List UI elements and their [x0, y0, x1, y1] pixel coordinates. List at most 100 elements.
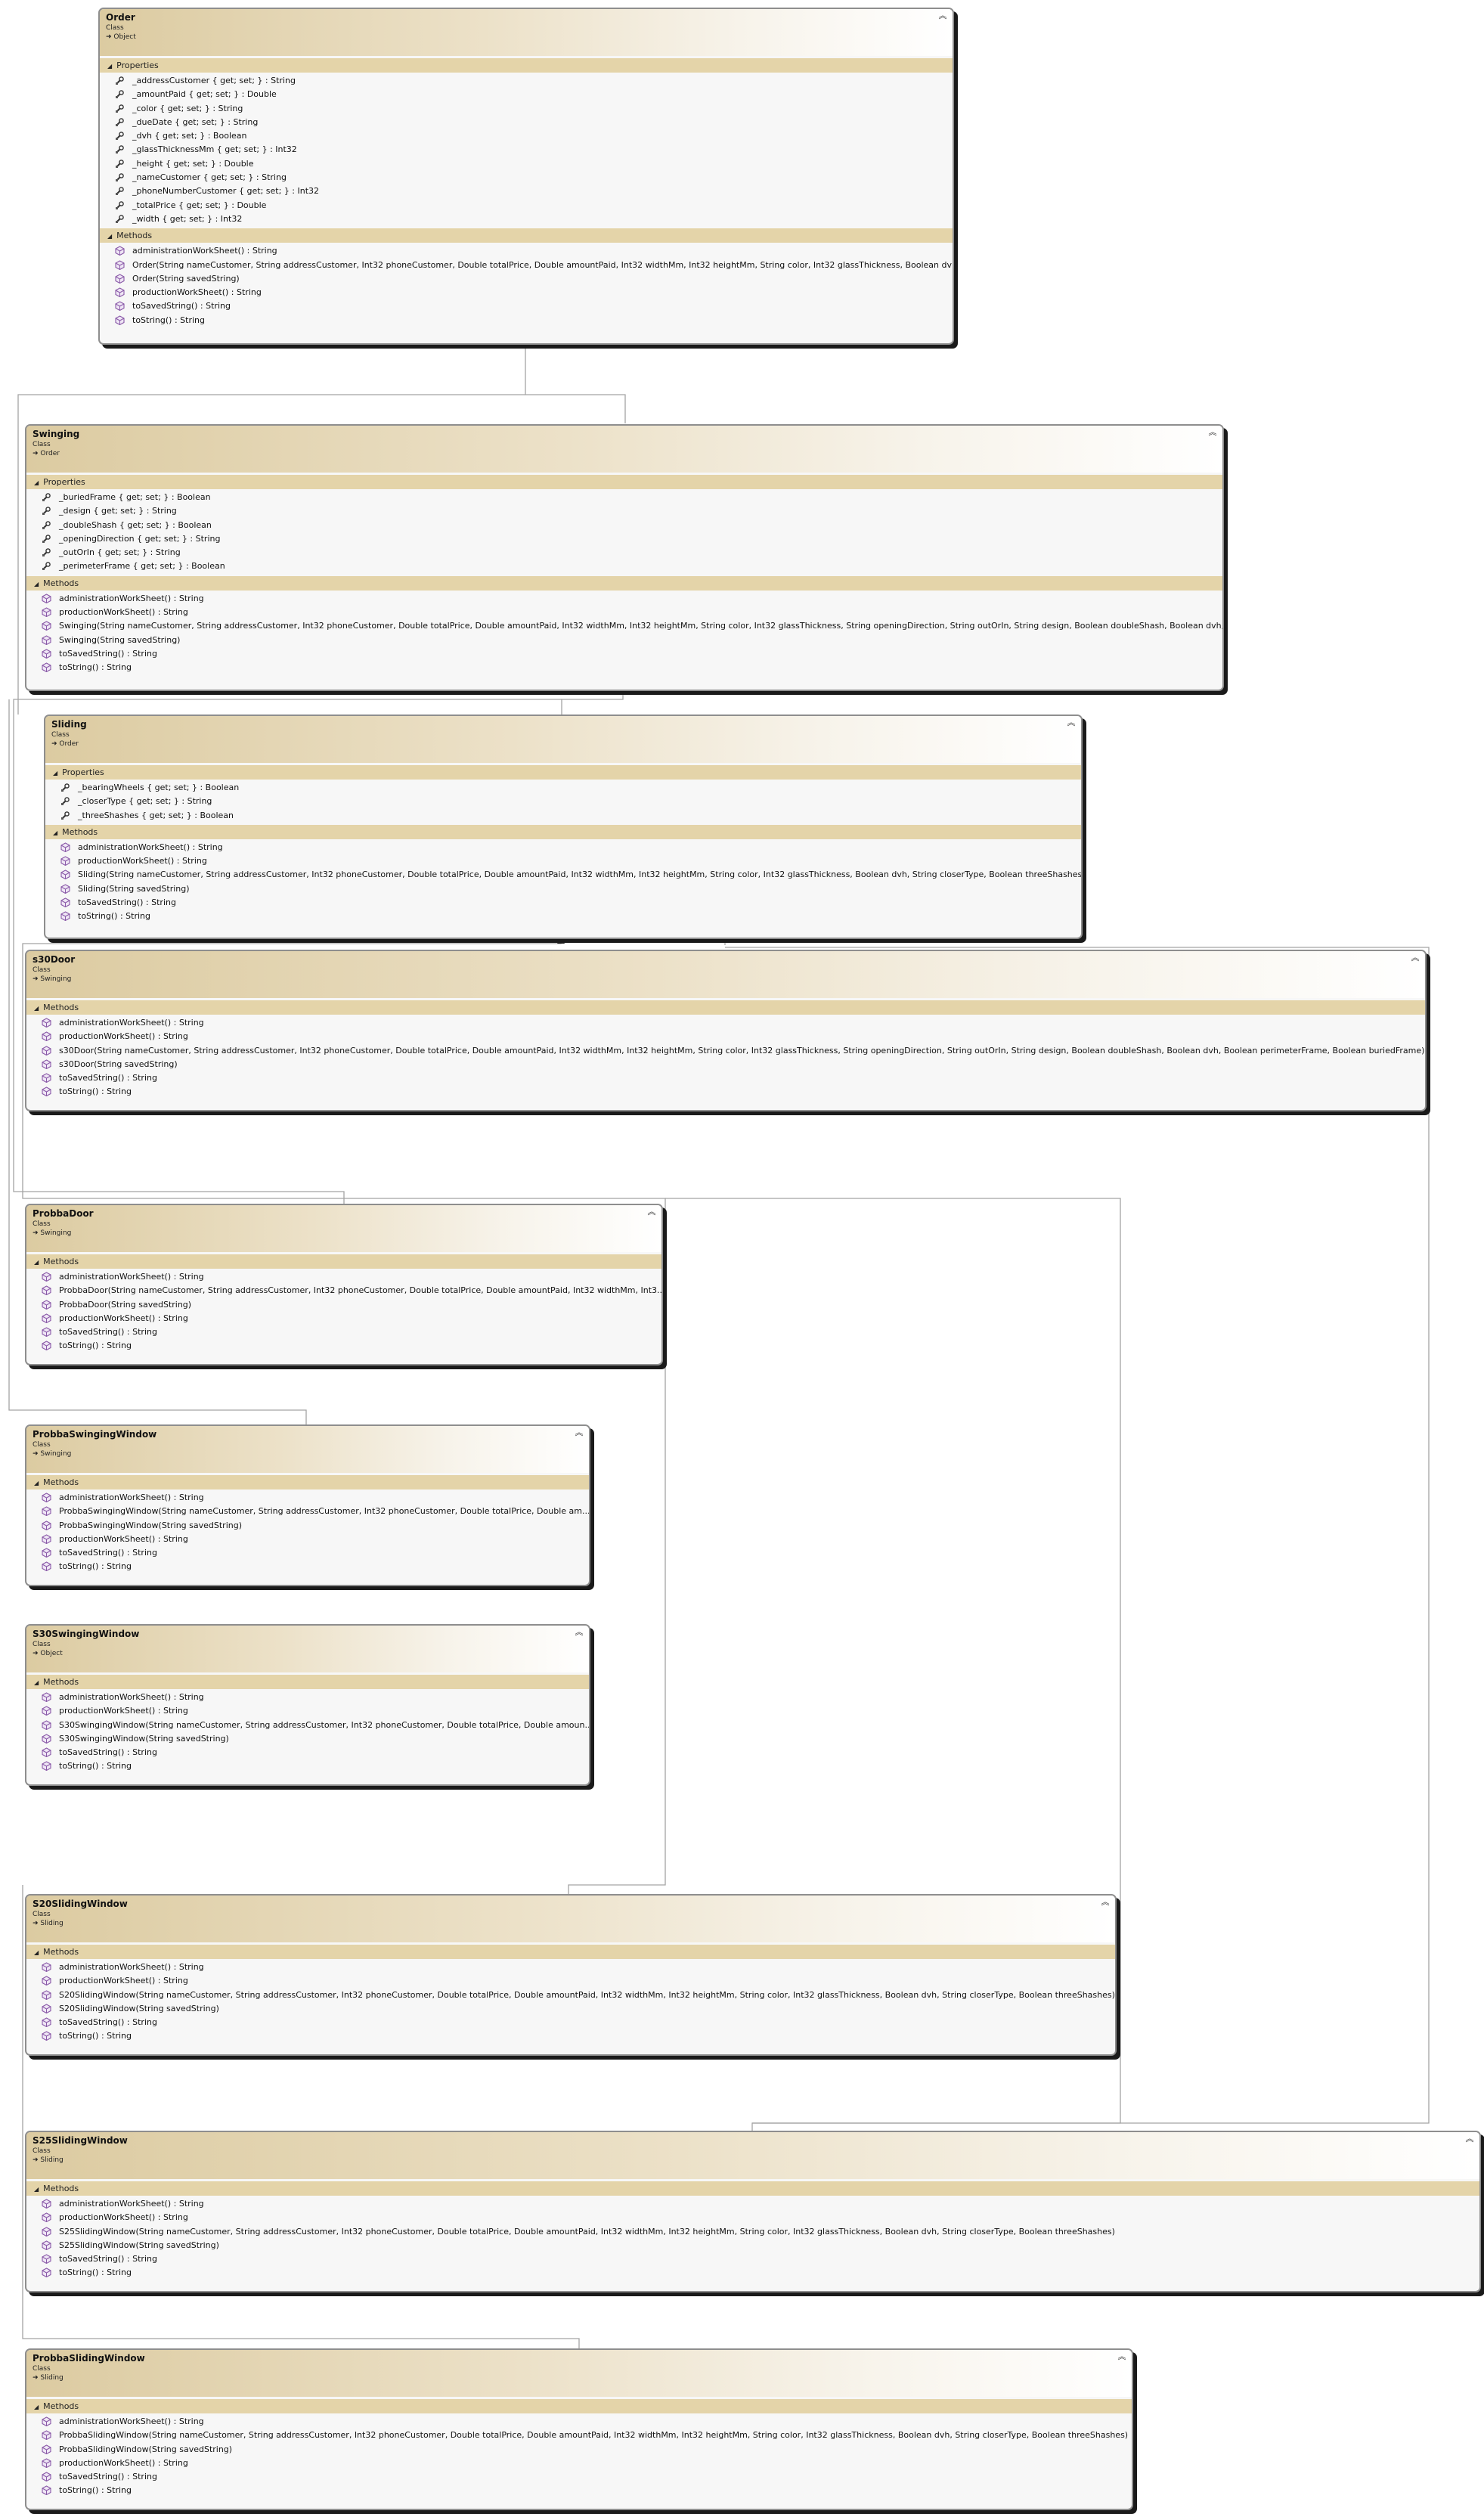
- class-header[interactable]: Sliding Class ➜ Order ︽: [45, 716, 1081, 763]
- method-row[interactable]: Sliding(String nameCustomer, String addr…: [45, 868, 1081, 882]
- method-row[interactable]: toString() : String: [26, 1085, 1425, 1099]
- method-row[interactable]: ProbbaDoor(String nameCustomer, String a…: [26, 1284, 661, 1297]
- class-box-s30door[interactable]: s30Door Class ➜ Swinging ︽ ◢Methods admi…: [25, 950, 1427, 1111]
- method-row[interactable]: S20SlidingWindow(String savedString): [26, 2002, 1115, 2016]
- method-row[interactable]: administrationWorkSheet() : String: [26, 2197, 1479, 2211]
- collapse-triangle-icon[interactable]: ◢: [34, 2404, 39, 2410]
- method-row[interactable]: toSavedString() : String: [26, 2252, 1479, 2266]
- class-box-s30swingingwindow[interactable]: S30SwingingWindow Class ➜ Object ︽ ◢Meth…: [25, 1624, 590, 1786]
- method-row[interactable]: administrationWorkSheet() : String: [26, 1016, 1425, 1030]
- collapse-triangle-icon[interactable]: ◢: [34, 1005, 39, 1012]
- method-row[interactable]: ProbbaSwingingWindow(String savedString): [26, 1519, 589, 1533]
- collapse-triangle-icon[interactable]: ◢: [34, 1480, 39, 1486]
- method-row[interactable]: ProbbaSwingingWindow(String nameCustomer…: [26, 1505, 589, 1518]
- class-box-s25slidingwindow[interactable]: S25SlidingWindow Class ➜ Sliding ︽ ◢Meth…: [25, 2131, 1481, 2292]
- method-row[interactable]: administrationWorkSheet() : String: [45, 841, 1081, 854]
- class-header[interactable]: ProbbaSlidingWindow Class ➜ Sliding ︽: [26, 2350, 1132, 2397]
- section-methods[interactable]: ◢Methods: [26, 575, 1222, 591]
- property-row[interactable]: _buriedFrame { get; set; } : Boolean: [26, 491, 1222, 504]
- method-row[interactable]: administrationWorkSheet() : String: [26, 1691, 589, 1704]
- method-row[interactable]: administrationWorkSheet() : String: [26, 1491, 589, 1505]
- method-row[interactable]: Sliding(String savedString): [45, 882, 1081, 896]
- collapse-triangle-icon[interactable]: ◢: [53, 770, 58, 777]
- method-row[interactable]: toString() : String: [100, 314, 953, 327]
- method-row[interactable]: Swinging(String nameCustomer, String add…: [26, 619, 1222, 633]
- method-row[interactable]: S20SlidingWindow(String nameCustomer, St…: [26, 1989, 1115, 2002]
- method-row[interactable]: productionWorkSheet() : String: [45, 854, 1081, 868]
- method-row[interactable]: Order(String nameCustomer, String addres…: [100, 259, 953, 272]
- method-row[interactable]: administrationWorkSheet() : String: [26, 592, 1222, 606]
- method-row[interactable]: productionWorkSheet() : String: [26, 1974, 1115, 1988]
- method-row[interactable]: toString() : String: [26, 1339, 661, 1353]
- method-row[interactable]: ProbbaDoor(String savedString): [26, 1298, 661, 1312]
- method-row[interactable]: ProbbaSlidingWindow(String nameCustomer,…: [26, 2429, 1132, 2442]
- collapse-triangle-icon[interactable]: ◢: [34, 479, 39, 486]
- section-methods[interactable]: ◢Methods: [26, 1475, 589, 1489]
- collapse-triangle-icon[interactable]: ◢: [107, 63, 113, 70]
- method-row[interactable]: administrationWorkSheet() : String: [26, 1961, 1115, 1974]
- section-methods[interactable]: ◢Methods: [26, 2399, 1132, 2413]
- collapse-triangle-icon[interactable]: ◢: [34, 2186, 39, 2193]
- property-row[interactable]: _phoneNumberCustomer { get; set; } : Int…: [100, 184, 953, 198]
- class-box-sliding[interactable]: Sliding Class ➜ Order ︽ ◢Properties _bea…: [44, 715, 1083, 939]
- method-row[interactable]: productionWorkSheet() : String: [26, 1030, 1425, 1043]
- method-row[interactable]: productionWorkSheet() : String: [26, 2457, 1132, 2470]
- chevron-up-double-icon[interactable]: ︽: [938, 11, 947, 20]
- method-row[interactable]: toString() : String: [26, 661, 1222, 674]
- method-row[interactable]: administrationWorkSheet() : String: [26, 2415, 1132, 2429]
- method-row[interactable]: S25SlidingWindow(String savedString): [26, 2239, 1479, 2252]
- class-header[interactable]: S25SlidingWindow Class ➜ Sliding ︽: [26, 2132, 1479, 2179]
- chevron-up-double-icon[interactable]: ︽: [1208, 427, 1217, 437]
- method-row[interactable]: productionWorkSheet() : String: [26, 1533, 589, 1546]
- class-header[interactable]: S30SwingingWindow Class ➜ Object ︽: [26, 1626, 589, 1672]
- method-row[interactable]: Swinging(String savedString): [26, 634, 1222, 647]
- collapse-triangle-icon[interactable]: ◢: [34, 1259, 39, 1266]
- class-header[interactable]: S20SlidingWindow Class ➜ Sliding ︽: [26, 1896, 1115, 1942]
- method-row[interactable]: toSavedString() : String: [26, 2016, 1115, 2029]
- method-row[interactable]: productionWorkSheet() : String: [26, 1704, 589, 1718]
- class-header[interactable]: Order Class ➜ Object ︽: [100, 9, 953, 56]
- method-row[interactable]: toSavedString() : String: [26, 647, 1222, 661]
- chevron-up-double-icon[interactable]: ︽: [575, 1427, 584, 1437]
- chevron-up-double-icon[interactable]: ︽: [647, 1207, 656, 1217]
- class-box-order[interactable]: Order Class ➜ Object ︽ ◢Properties _addr…: [98, 8, 954, 345]
- property-row[interactable]: _totalPrice { get; set; } : Double: [100, 199, 953, 212]
- class-header[interactable]: s30Door Class ➜ Swinging ︽: [26, 951, 1425, 998]
- property-row[interactable]: _doubleShash { get; set; } : Boolean: [26, 519, 1222, 532]
- method-row[interactable]: toString() : String: [26, 1759, 589, 1773]
- method-row[interactable]: productionWorkSheet() : String: [26, 1312, 661, 1325]
- method-row[interactable]: toString() : String: [26, 2266, 1479, 2280]
- method-row[interactable]: toString() : String: [26, 2484, 1132, 2497]
- chevron-up-double-icon[interactable]: ︽: [1067, 718, 1076, 727]
- section-methods[interactable]: ◢Methods: [26, 1945, 1115, 1959]
- collapse-triangle-icon[interactable]: ◢: [34, 580, 39, 587]
- method-row[interactable]: S25SlidingWindow(String nameCustomer, St…: [26, 2225, 1479, 2239]
- method-row[interactable]: toSavedString() : String: [26, 1746, 589, 1759]
- class-header[interactable]: Swinging Class ➜ Order ︽: [26, 426, 1222, 473]
- property-row[interactable]: _amountPaid { get; set; } : Double: [100, 88, 953, 101]
- section-properties[interactable]: ◢Properties: [100, 58, 953, 73]
- collapse-triangle-icon[interactable]: ◢: [34, 1679, 39, 1686]
- class-header[interactable]: ProbbaSwingingWindow Class ➜ Swinging ︽: [26, 1426, 589, 1473]
- chevron-up-double-icon[interactable]: ︽: [575, 1627, 584, 1637]
- class-box-probbaslidingwindow[interactable]: ProbbaSlidingWindow Class ➜ Sliding ︽ ◢M…: [25, 2348, 1133, 2510]
- chevron-up-double-icon[interactable]: ︽: [1117, 2351, 1126, 2361]
- method-row[interactable]: toString() : String: [45, 910, 1081, 923]
- method-row[interactable]: productionWorkSheet() : String: [100, 286, 953, 299]
- section-methods[interactable]: ◢Methods: [45, 824, 1081, 839]
- method-row[interactable]: s30Door(String nameCustomer, String addr…: [26, 1044, 1425, 1058]
- section-properties[interactable]: ◢Properties: [45, 765, 1081, 780]
- class-box-probbadoor[interactable]: ProbbaDoor Class ➜ Swinging ︽ ◢Methods a…: [25, 1204, 663, 1365]
- property-row[interactable]: _perimeterFrame { get; set; } : Boolean: [26, 560, 1222, 573]
- property-row[interactable]: _height { get; set; } : Double: [100, 157, 953, 171]
- property-row[interactable]: _glassThicknessMm { get; set; } : Int32: [100, 143, 953, 157]
- chevron-up-double-icon[interactable]: ︽: [1101, 1897, 1110, 1907]
- chevron-up-double-icon[interactable]: ︽: [1411, 953, 1420, 963]
- method-row[interactable]: toSavedString() : String: [26, 1325, 661, 1339]
- class-box-probbaswingingwindow[interactable]: ProbbaSwingingWindow Class ➜ Swinging ︽ …: [25, 1424, 590, 1586]
- method-row[interactable]: administrationWorkSheet() : String: [26, 1270, 661, 1284]
- section-methods[interactable]: ◢Methods: [26, 1254, 661, 1269]
- method-row[interactable]: productionWorkSheet() : String: [26, 2211, 1479, 2224]
- section-methods[interactable]: ◢Methods: [26, 2181, 1479, 2196]
- method-row[interactable]: s30Door(String savedString): [26, 1058, 1425, 1071]
